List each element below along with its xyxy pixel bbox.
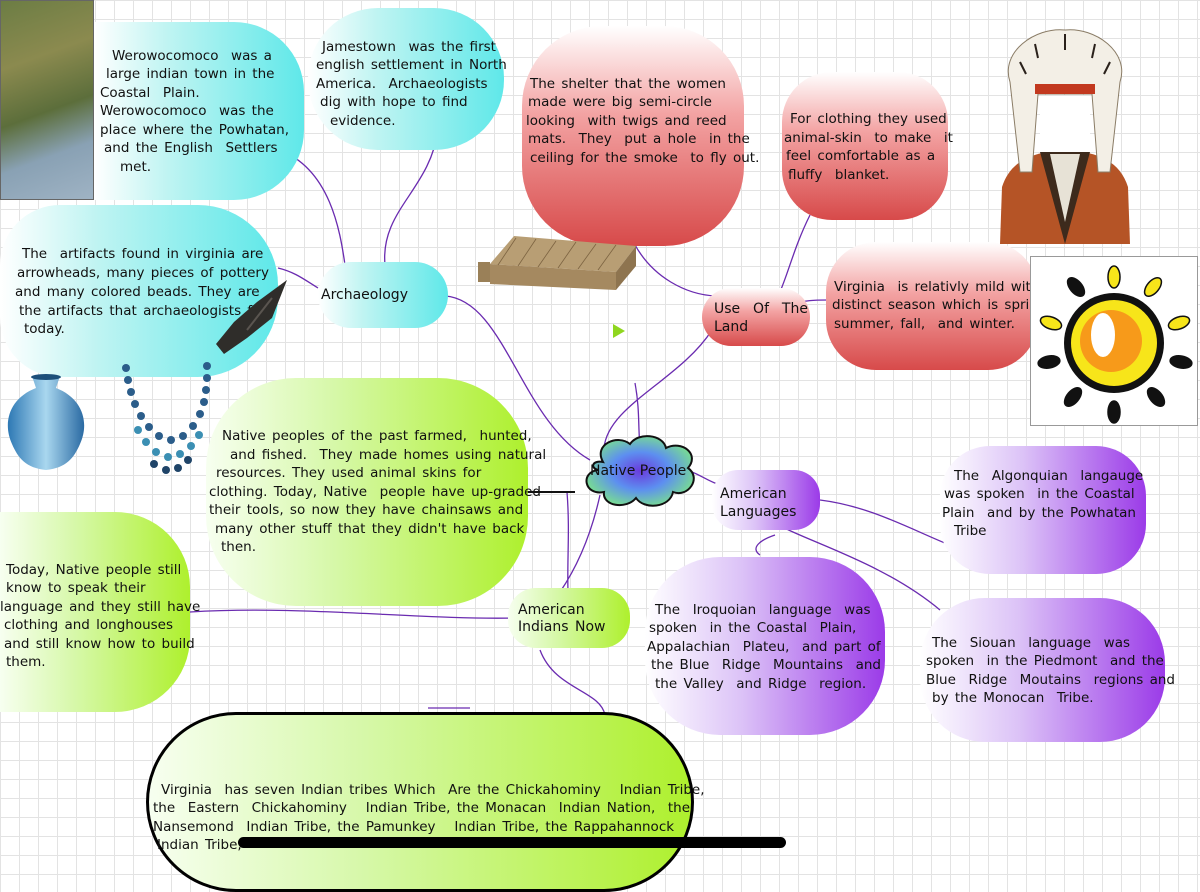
siouan-line: The Siouan language was (932, 635, 1131, 651)
jamestown-line: America. Archaeologists (316, 76, 488, 92)
languages-node-label: American (720, 486, 787, 502)
today-line: them. (6, 654, 46, 670)
shelter-bubble: The shelter that the women made were big… (522, 26, 759, 246)
longhouse-icon (478, 236, 636, 290)
shelter-line: ceiling for the smoke to fly out. (530, 150, 760, 166)
algonquian-line: Tribe (954, 523, 987, 539)
iroquoian-line: the Valley and Ridge region. (655, 676, 867, 692)
vase-icon (7, 374, 85, 470)
past-line: resources. They used animal skins for (216, 465, 482, 481)
algonquian-line: Plain and by the Powhatan (942, 505, 1136, 521)
clothing-line: fluffy blanket. (788, 167, 890, 183)
clothing-line: For clothing they used (790, 111, 947, 127)
iroquoian-line: spoken in the Coastal Plain, (649, 620, 857, 636)
algonquian-line: The Algonquian langauge (954, 468, 1144, 484)
siouan-line: Blue Ridge Moutains regions and (926, 672, 1175, 688)
today-line: and still know how to build (4, 636, 195, 652)
jamestown-line: Jamestown was the first (322, 39, 496, 55)
artifacts-line: arrowheads, many pieces of pottery (17, 265, 269, 281)
iroquoian-bubble: The Iroquoian language was spoken in the… (645, 557, 885, 735)
archaeology-node-label: Archaeology (321, 287, 408, 303)
artifacts-line: today. (24, 321, 65, 337)
siouan-line: spoken in the Piedmont and the (926, 653, 1164, 669)
now-node-label: Indians Now (518, 619, 606, 635)
past-line: then. (221, 539, 257, 555)
today-bubble: Today, Native people still know to speak… (0, 512, 200, 712)
artifacts-line: and many colored beads. They are (15, 284, 260, 300)
tribes-bubble: Virginia has seven Indian tribes Which A… (146, 712, 705, 892)
land-node-label: Land (714, 319, 749, 335)
jamestown-line: evidence. (330, 113, 396, 129)
werowocomoco-line: Werowocomoco was a (112, 48, 272, 64)
landscape-photo (0, 0, 94, 200)
iroquoian-line: the Blue Ridge Mountains and (651, 657, 881, 673)
horizontal-scrollbar[interactable] (238, 837, 786, 848)
climate-line: Virginia is relativly mild with (834, 279, 1040, 295)
shelter-line: looking with twigs and reed (526, 113, 727, 129)
werowocomoco-line: large indian town in the (106, 66, 275, 82)
shelter-line: The shelter that the women (530, 76, 726, 92)
iroquoian-line: Appalachian Plateu, and part of (647, 639, 881, 655)
tribes-line: Virginia has seven Indian tribes Which A… (161, 782, 705, 798)
siouan-bubble: The Siouan language was spoken in the Pi… (920, 598, 1175, 742)
past-bubble: Native peoples of the past farmed, hunte… (206, 378, 546, 606)
werowocomoco-line: met. (120, 159, 152, 175)
bead-necklace-icon (122, 362, 211, 474)
languages-node-label: Languages (720, 504, 797, 520)
sun-icon (1030, 256, 1198, 426)
now-node-label: American (518, 602, 585, 618)
past-line: clothing. Today, Native people have up-g… (209, 484, 541, 500)
algonquian-line: was spoken in the Coastal (944, 486, 1135, 502)
werowocomoco-line: place where the Powhatan, (100, 122, 290, 138)
past-line: and fished. They made homes using natura… (230, 447, 547, 463)
past-line: many other stuff that they didn't have b… (215, 521, 525, 537)
shelter-line: made were big semi-circle (528, 94, 712, 110)
today-line: Today, Native people still (6, 562, 182, 578)
jamestown-bubble: Jamestown was the first english settleme… (308, 8, 507, 150)
today-line: language and they still have (0, 599, 201, 615)
land-node-label: Use Of The (714, 301, 808, 317)
past-line: Native peoples of the past farmed, hunte… (222, 428, 532, 444)
center-node-label: Native People (590, 463, 687, 479)
clothing-line: feel comfortable as a (786, 148, 936, 164)
werowocomoco-line: Coastal Plain. (100, 85, 200, 101)
werowocomoco-line: and the English Settlers (104, 140, 278, 156)
today-line: know to speak their (6, 580, 146, 596)
shelter-line: mats. They put a hole in the (528, 131, 750, 147)
artifacts-line: The artifacts found in virginia are (22, 246, 264, 262)
play-arrow-icon[interactable] (612, 323, 626, 339)
land-node[interactable]: Use Of The Land (702, 288, 810, 346)
siouan-line: by the Monocan Tribe. (932, 690, 1094, 706)
algonquian-bubble: The Algonquian langauge was spoken in th… (940, 446, 1146, 574)
climate-bubble: Virginia is relativly mild with distinct… (826, 242, 1051, 370)
past-line: their tools, so now they have chainsaws … (209, 502, 524, 518)
tribes-line: Nansemond Indian Tribe, the Pamunkey Ind… (153, 819, 675, 835)
today-line: clothing and longhouses (4, 617, 174, 633)
iroquoian-line: The Iroquoian language was (655, 602, 871, 618)
werowocomoco-line: Werowocomoco was the (100, 103, 274, 119)
now-node[interactable]: American Indians Now (508, 588, 630, 648)
jamestown-line: dig with hope to find (320, 94, 468, 110)
jamestown-line: english settlement in North (316, 57, 507, 73)
chief-headdress-icon (1000, 29, 1130, 244)
arrowhead-icon (216, 280, 287, 354)
archaeology-node[interactable]: Archaeology (318, 262, 448, 328)
languages-node[interactable]: American Languages (712, 470, 820, 530)
clothing-line: animal-skin to make it (784, 130, 953, 146)
center-cloud[interactable] (578, 432, 700, 512)
climate-line: summer, fall, and winter. (834, 316, 1015, 332)
tribes-line: Indian Tribe, (157, 837, 242, 853)
clothing-bubble: For clothing they used animal-skin to ma… (782, 72, 953, 220)
werowocomoco-bubble: Werowocomoco was a large indian town in … (94, 22, 304, 200)
tribes-line: the Eastern Chickahominy Indian Tribe, t… (153, 800, 691, 816)
climate-line: distinct season which is spring, (832, 297, 1051, 313)
